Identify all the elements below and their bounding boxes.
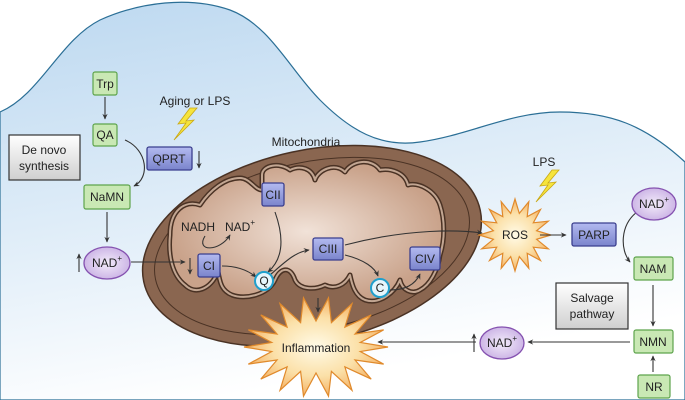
svg-text:QA: QA — [96, 128, 113, 142]
svg-text:QPRT: QPRT — [152, 152, 186, 166]
nadh-label: NADH — [181, 220, 215, 234]
svg-text:Salvage: Salvage — [570, 291, 614, 305]
inflammation-label: Inflammation — [282, 341, 351, 355]
nad-mito-label: NAD+ — [225, 218, 255, 235]
svg-text:synthesis: synthesis — [19, 159, 69, 173]
svg-text:NAD+: NAD+ — [92, 254, 122, 271]
svg-text:CII: CII — [265, 188, 280, 202]
q-circle: Q — [254, 271, 274, 291]
svg-text:CI: CI — [203, 259, 215, 273]
pathway-arrows — [102, 97, 656, 372]
svg-text:CIV: CIV — [415, 252, 435, 266]
mitochondria-label: Mitochondria — [272, 135, 341, 149]
svg-text:pathway: pathway — [570, 307, 615, 321]
lightning-icon — [535, 169, 560, 203]
nmn-box: NMN — [633, 329, 674, 354]
svg-text:NAD+: NAD+ — [639, 195, 669, 212]
svg-text:De novo: De novo — [22, 143, 67, 157]
inflammation-burst — [243, 295, 389, 399]
svg-text:CIII: CIII — [319, 242, 338, 256]
ciii-box: CIII — [312, 237, 344, 261]
svg-text:Q: Q — [259, 274, 268, 288]
ros-burst — [476, 196, 554, 274]
svg-text:Trp: Trp — [96, 77, 114, 91]
nad-right-ellipse: NAD+ — [631, 187, 677, 221]
svg-text:PARP: PARP — [578, 228, 610, 242]
ci-box: CI — [197, 253, 221, 278]
svg-text:NaMN: NaMN — [90, 190, 124, 204]
nr-box: NR — [637, 374, 671, 399]
qprt-box: QPRT — [146, 146, 193, 171]
svg-text:NR: NR — [645, 380, 663, 394]
qa-box: QA — [92, 123, 118, 147]
aging-lps-label: Aging or LPS — [160, 94, 231, 108]
cii-box: CII — [261, 182, 285, 207]
lps-label: LPS — [533, 155, 556, 169]
civ-box: CIV — [409, 246, 441, 271]
nad-bottom-ellipse: NAD+ — [479, 326, 525, 360]
trp-box: Trp — [92, 71, 118, 96]
nad-left-ellipse: NAD+ — [83, 246, 131, 280]
svg-text:NAD+: NAD+ — [487, 334, 517, 351]
svg-text:C: C — [376, 281, 385, 295]
c-circle: C — [370, 278, 390, 298]
lightning-icon — [173, 107, 198, 141]
nam-box: NAM — [633, 256, 674, 281]
svg-text:NMN: NMN — [639, 335, 666, 349]
ros-label: ROS — [502, 228, 528, 242]
namn-box: NaMN — [83, 184, 131, 210]
salvage-pathway-box: Salvage pathway — [555, 282, 629, 330]
de-novo-synthesis-box: De novo synthesis — [8, 134, 81, 181]
parp-box: PARP — [571, 222, 617, 247]
svg-text:NAM: NAM — [640, 262, 667, 276]
